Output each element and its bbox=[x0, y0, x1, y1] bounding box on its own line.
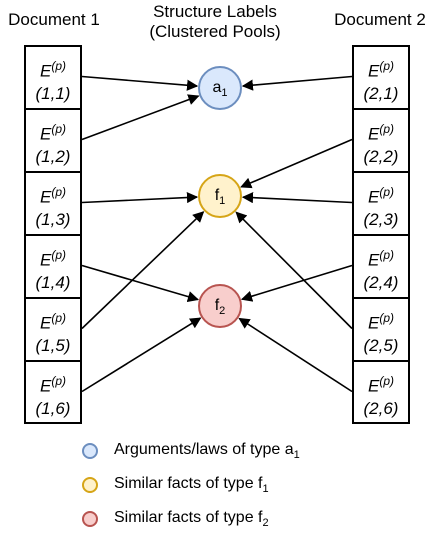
cell-superscript: (p) bbox=[51, 374, 66, 388]
cell-index: (2,2) bbox=[363, 146, 399, 166]
legend-label: Similar facts of type f2 bbox=[114, 508, 269, 530]
doc1-cell-2: E(p) (1,2) bbox=[26, 110, 80, 173]
doc1-cell-5: E(p) (1,5) bbox=[26, 299, 80, 362]
edge-26-f2 bbox=[238, 317, 353, 393]
legend-swatch-f1 bbox=[82, 477, 98, 493]
edge-14-f2 bbox=[81, 264, 200, 303]
cell-superscript: (p) bbox=[51, 248, 66, 262]
document-1-title: Document 1 bbox=[8, 10, 100, 29]
cell-superscript: (p) bbox=[379, 122, 394, 136]
doc1-cell-1: E(p) (1,1) bbox=[26, 47, 80, 110]
cell-symbol: E bbox=[367, 61, 380, 81]
doc2-cell-2: E(p) (2,2) bbox=[354, 110, 408, 173]
node-f1: f1 bbox=[198, 174, 242, 218]
cell-symbol: E bbox=[39, 376, 52, 396]
cell-index: (1,4) bbox=[35, 272, 71, 292]
structure-labels-line1: Structure Labels bbox=[153, 2, 277, 21]
cell-superscript: (p) bbox=[379, 311, 394, 325]
document-1-column: E(p) (1,1) E(p) (1,2) E(p) (1,3) E(p) (1… bbox=[24, 45, 82, 424]
cell-index: (1,2) bbox=[35, 146, 71, 166]
cell-superscript: (p) bbox=[51, 311, 66, 325]
structure-labels-line2: (Clustered Pools) bbox=[149, 22, 281, 41]
doc2-cell-5: E(p) (2,5) bbox=[354, 299, 408, 362]
cell-index: (2,6) bbox=[363, 398, 399, 418]
node-label: f bbox=[214, 297, 220, 314]
node-label: a bbox=[212, 79, 222, 96]
cell-superscript: (p) bbox=[51, 59, 66, 73]
cell-symbol: E bbox=[367, 187, 380, 207]
cell-index: (2,4) bbox=[363, 272, 399, 292]
cell-symbol: E bbox=[367, 250, 380, 270]
cell-index: (1,6) bbox=[35, 398, 71, 418]
legend-item-a1: Arguments/laws of type a1 bbox=[82, 440, 300, 462]
cell-symbol: E bbox=[367, 376, 380, 396]
doc2-cell-1: E(p) (2,1) bbox=[354, 47, 408, 110]
node-f2: f2 bbox=[198, 284, 242, 328]
edge-23-f1 bbox=[241, 192, 353, 204]
edge-24-f2 bbox=[240, 264, 353, 302]
cell-index: (1,1) bbox=[35, 83, 71, 103]
legend-label: Similar facts of type f1 bbox=[114, 474, 269, 496]
cell-index: (2,3) bbox=[363, 209, 399, 229]
document-2-column: E(p) (2,1) E(p) (2,2) E(p) (2,3) E(p) (2… bbox=[352, 45, 410, 424]
edge-15-f1 bbox=[81, 211, 205, 330]
doc1-cell-6: E(p) (1,6) bbox=[26, 362, 80, 422]
doc1-cell-3: E(p) (1,3) bbox=[26, 173, 80, 236]
document-2-title: Document 2 bbox=[334, 10, 426, 29]
cell-superscript: (p) bbox=[51, 185, 66, 199]
doc2-cell-3: E(p) (2,3) bbox=[354, 173, 408, 236]
node-label: f bbox=[214, 187, 220, 204]
cell-superscript: (p) bbox=[379, 185, 394, 199]
cell-symbol: E bbox=[39, 250, 52, 270]
edge-11-a1 bbox=[81, 75, 199, 91]
node-subscript: 2 bbox=[219, 305, 226, 318]
cell-superscript: (p) bbox=[379, 59, 394, 73]
legend-item-f1: Similar facts of type f1 bbox=[82, 474, 269, 496]
cell-symbol: E bbox=[39, 61, 52, 81]
edge-21-a1 bbox=[241, 75, 353, 91]
doc2-cell-4: E(p) (2,4) bbox=[354, 236, 408, 299]
node-subscript: 1 bbox=[219, 195, 226, 208]
edge-12-a1 bbox=[81, 94, 200, 141]
cell-index: (2,5) bbox=[363, 335, 399, 355]
structure-labels-title: Structure Labels (Clustered Pools) bbox=[140, 2, 290, 42]
node-subscript: 1 bbox=[221, 87, 228, 100]
edge-13-f1 bbox=[81, 191, 199, 204]
edge-16-f2 bbox=[81, 317, 202, 393]
legend-swatch-f2 bbox=[82, 511, 98, 527]
doc2-cell-6: E(p) (2,6) bbox=[354, 362, 408, 422]
cell-symbol: E bbox=[39, 187, 52, 207]
cell-symbol: E bbox=[39, 313, 52, 333]
cell-index: (2,1) bbox=[363, 83, 399, 103]
cell-symbol: E bbox=[367, 124, 380, 144]
legend-swatch-a1 bbox=[82, 443, 98, 459]
cell-symbol: E bbox=[367, 313, 380, 333]
node-a1: a1 bbox=[198, 66, 242, 110]
doc1-cell-4: E(p) (1,4) bbox=[26, 236, 80, 299]
cell-symbol: E bbox=[39, 124, 52, 144]
cell-superscript: (p) bbox=[51, 122, 66, 136]
legend-item-f2: Similar facts of type f2 bbox=[82, 508, 269, 530]
cell-index: (1,5) bbox=[35, 335, 71, 355]
cell-index: (1,3) bbox=[35, 209, 71, 229]
edge-22-f1 bbox=[240, 138, 353, 189]
legend-label: Arguments/laws of type a1 bbox=[114, 440, 300, 462]
cell-superscript: (p) bbox=[379, 374, 394, 388]
cell-superscript: (p) bbox=[379, 248, 394, 262]
edge-25-f1 bbox=[235, 211, 353, 330]
